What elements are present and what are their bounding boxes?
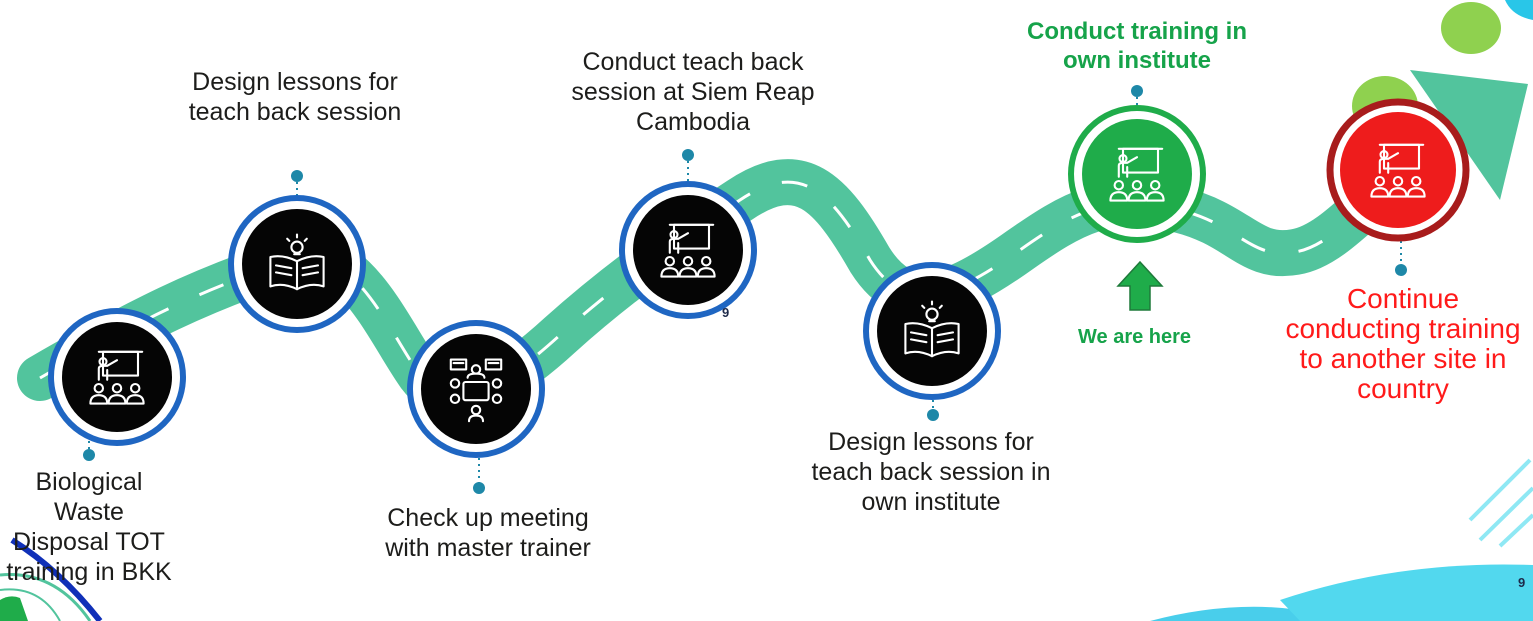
step-node-6-current (1068, 105, 1206, 243)
inline-page-number: 9 (722, 305, 730, 320)
step-node-4 (619, 181, 757, 319)
step-label-5: Design lessons for teach back session in… (811, 428, 1051, 516)
connectors (83, 85, 1407, 494)
step-node-2 (228, 195, 366, 333)
step-label-2: Design lessons for teach back session (188, 68, 402, 126)
step-label-4: Conduct teach back session at Siem Reap … (571, 48, 815, 136)
page-number: 9 (1518, 575, 1526, 590)
step-node-5 (863, 262, 1001, 400)
step-node-1 (48, 308, 186, 446)
step-label-3: Check up meeting with master trainer (385, 504, 591, 562)
step-label-6-current: Conduct training in own institute (1027, 18, 1247, 74)
up-arrow-icon (1116, 260, 1164, 311)
step-label-7-future: Continue conducting training to another … (1285, 283, 1521, 404)
step-node-3 (407, 320, 545, 458)
we-are-here-label: We are here (1078, 326, 1192, 348)
step-label-1: Biological Waste Disposal TOT training i… (6, 468, 172, 586)
step-node-7-future (1326, 98, 1470, 242)
road-arrowhead (1410, 70, 1528, 200)
